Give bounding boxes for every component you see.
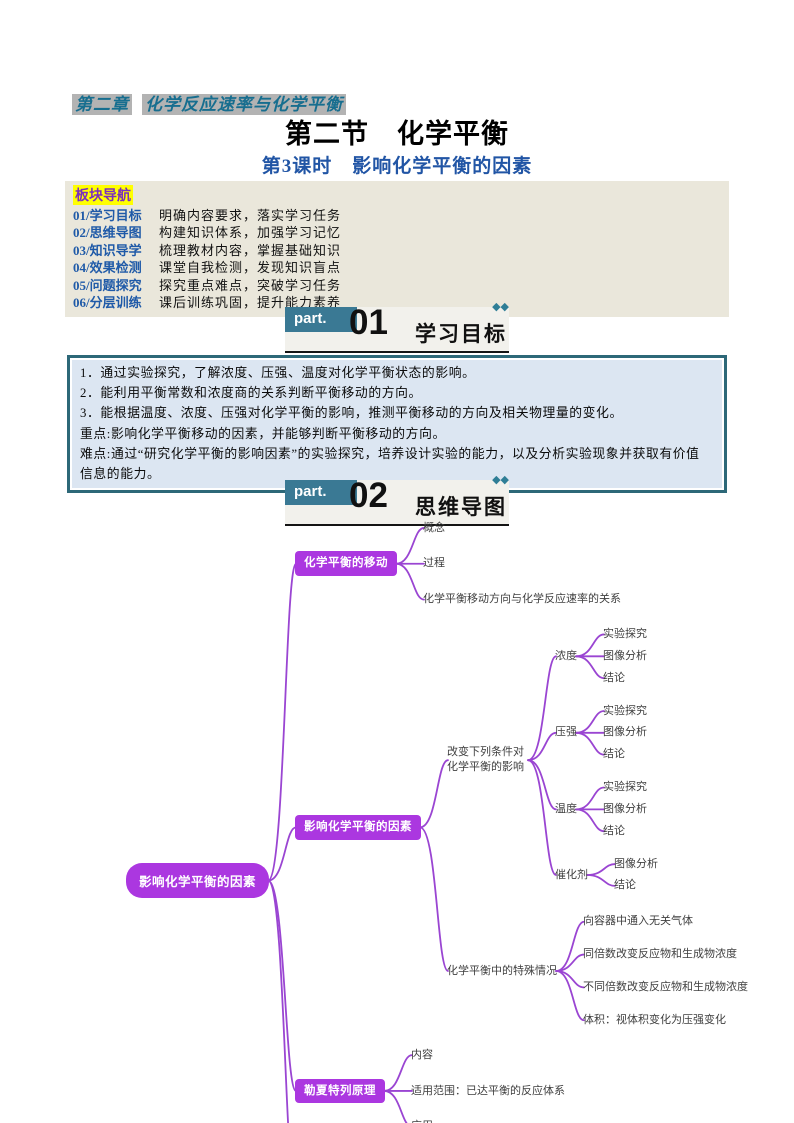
nav-item-label: 06/分层训练 (73, 295, 142, 311)
mindmap-branch-node: 勒夏特列原理 (295, 1078, 386, 1104)
nav-item: 05/问题探究 探究重点难点，突破学习任务 (73, 277, 721, 294)
nav-item-desc: 构建知识体系，加强学习记忆 (159, 225, 342, 241)
part-number: 01 (349, 303, 388, 342)
nav-item-desc: 探究重点难点，突破学习任务 (159, 277, 342, 293)
mindmap-leaf: 过程 (423, 557, 446, 570)
mindmap-tree: 影响化学平衡的因素化学平衡的移动概念过程化学平衡移动方向与化学反应速率的关系影响… (126, 517, 766, 1123)
objective-line: 难点:通过“研究化学平衡的影响因素”的实验探究，培养设计实验的能力，以及分析实验… (80, 446, 700, 482)
page-subtitle: 第3课时 影响化学平衡的因素 (261, 156, 533, 177)
mindmap-leaf: 图像分析 (614, 857, 659, 870)
module-nav: 板块导航 01/学习目标 明确内容要求，落实学习任务 02/思维导图 构建知识体系，加… (65, 181, 729, 318)
nav-item-label: 03/知识导学 (73, 242, 142, 258)
chapter-title: 化学反应速率与化学平衡 (142, 94, 346, 115)
mindmap-leaf: 改变下列条件对化学平衡的影响 (447, 746, 525, 774)
nav-item-label: 01/学习目标 (73, 208, 142, 223)
mindmap-leaf: 结论 (603, 748, 626, 761)
mindmap-leaf: 化学平衡中的特殊情况 (447, 964, 558, 977)
mindmap-children: 概念过程化学平衡移动方向与化学反应速率的关系 (423, 517, 621, 611)
mindmap-leaf: 压强 (555, 726, 578, 739)
mindmap-leaf: 温度 (555, 802, 578, 815)
nav-item-desc: 课堂自我检测，发现知识盲点 (159, 260, 342, 276)
mindmap-children: 改变下列条件对化学平衡的影响浓度实验探究图像分析结论压强实验探究图像分析结论温度… (447, 624, 748, 1032)
objectives-list: 1．通过实验探究，了解浓度、压强、温度对化学平衡状态的影响。 2．能利用平衡常数和… (80, 363, 712, 484)
objective-line: 重点:影响化学平衡移动的因素，并能够判断平衡移动的方向。 (80, 426, 446, 441)
objectives-box: 1．通过实验探究，了解浓度、压强、温度对化学平衡状态的影响。 2．能利用平衡常数和… (67, 355, 727, 494)
mindmap-leaf: 化学平衡移动方向与化学反应速率的关系 (423, 593, 622, 606)
part-title: 思维导图 (415, 496, 507, 519)
mindmap: 影响化学平衡的因素化学平衡的移动概念过程化学平衡移动方向与化学反应速率的关系影响… (126, 517, 766, 1123)
mindmap-leaf: 浓度 (555, 649, 578, 662)
diamond-icon: ◆◆ (492, 301, 509, 313)
mindmap-children: 实验探究图像分析结论 (603, 700, 647, 766)
mindmap-leaf: 同倍数改变反应物和生成物浓度 (583, 948, 738, 961)
objective-line: 2．能利用平衡常数和浓度商的关系判断平衡移动的方向。 (80, 386, 422, 401)
mindmap-leaf: 实验探究 (603, 781, 648, 794)
mindmap-children: 实验探究图像分析结论 (603, 624, 647, 690)
mindmap-children: 化学平衡的移动概念过程化学平衡移动方向与化学反应速率的关系影响化学平衡的因素改变… (295, 517, 748, 1123)
nav-item: 06/分层训练 课后训练巩固，提升能力素养 (73, 294, 721, 311)
nav-item-label: 02/思维导图 (73, 225, 142, 241)
mindmap-leaf: 应用 (411, 1116, 433, 1123)
mindmap-leaf: 体积：视体积变化为压强变化 (583, 1013, 727, 1026)
diamond-icon: ◆◆ (492, 474, 509, 486)
mindmap-branch-node: 影响化学平衡的因素 (295, 815, 422, 840)
nav-list: 01/学习目标 明确内容要求，落实学习任务 02/思维导图 构建知识体系，加强学习记忆… (73, 207, 721, 311)
nav-item: 02/思维导图 构建知识体系，加强学习记忆 (73, 224, 721, 241)
part-badge: part. (285, 307, 357, 332)
mindmap-children: 实验探究图像分析结论 (603, 777, 647, 843)
nav-item: 01/学习目标 明确内容要求，落实学习任务 (73, 207, 721, 224)
nav-item-desc: 梳理教材内容，掌握基础知识 (159, 242, 342, 258)
chapter-number: 第二章 (72, 94, 132, 115)
mindmap-leaf: 不同倍数改变反应物和生成物浓度 (583, 981, 749, 993)
mindmap-leaf: 向容器中通入无关气体 (583, 915, 694, 928)
section-header-mindmap: part. 02 思维导图 ◆◆ (285, 474, 509, 526)
mindmap-leaf: 结论 (603, 671, 626, 684)
mindmap-leaf: 概念 (423, 521, 446, 534)
nav-item: 03/知识导学 梳理教材内容，掌握基础知识 (73, 242, 721, 259)
nav-item: 04/效果检测 课堂自我检测，发现知识盲点 (73, 259, 721, 276)
mindmap-root-node: 影响化学平衡的因素 (126, 863, 270, 899)
nav-item-label: 04/效果检测 (73, 260, 142, 276)
mindmap-leaf: 催化剂 (555, 868, 589, 881)
objective-line: 1．通过实验探究，了解浓度、压强、温度对化学平衡状态的影响。 (80, 366, 476, 380)
objective-line: 3．能根据温度、浓度、压强对化学平衡的影响，推测平衡移动的方向及相关物理量的变化… (80, 406, 623, 421)
nav-item-desc: 课后训练巩固，提升能力素养 (159, 295, 342, 311)
chapter-header: 第二章化学反应速率与化学平衡 (72, 90, 346, 115)
part-badge: part. (285, 480, 357, 505)
part-number: 02 (349, 476, 388, 515)
mindmap-leaf: 图像分析 (603, 802, 648, 815)
nav-heading: 板块导航 (73, 185, 133, 205)
mindmap-leaf: 适用范围：已达平衡的反应体系 (411, 1084, 566, 1097)
part-title: 学习目标 (415, 323, 507, 346)
page-title: 第二节 化学平衡 (285, 119, 509, 149)
mindmap-leaf: 实验探究 (603, 628, 648, 641)
mindmap-branch-node: 化学平衡的移动 (295, 551, 398, 577)
mindmap-children: 浓度实验探究图像分析结论压强实验探究图像分析结论温度实验探究图像分析结论催化剂图… (555, 624, 658, 897)
mindmap-leaf: 内容 (411, 1048, 434, 1061)
mindmap-leaf: 实验探究 (603, 704, 648, 717)
mindmap-children: 图像分析结论 (614, 853, 658, 897)
section-header-learning-goals: part. 01 学习目标 ◆◆ (285, 301, 509, 353)
nav-item-label: 05/问题探究 (73, 277, 142, 293)
mindmap-leaf: 结论 (603, 824, 626, 837)
mindmap-leaf: 图像分析 (603, 726, 648, 739)
mindmap-leaf: 图像分析 (603, 649, 648, 662)
mindmap-leaf: 结论 (614, 879, 637, 892)
nav-item-desc: 明确内容要求，落实学习任务 (159, 208, 342, 223)
mindmap-children: 向容器中通入无关气体同倍数改变反应物和生成物浓度不同倍数改变反应物和生成物浓度体… (583, 911, 748, 1031)
